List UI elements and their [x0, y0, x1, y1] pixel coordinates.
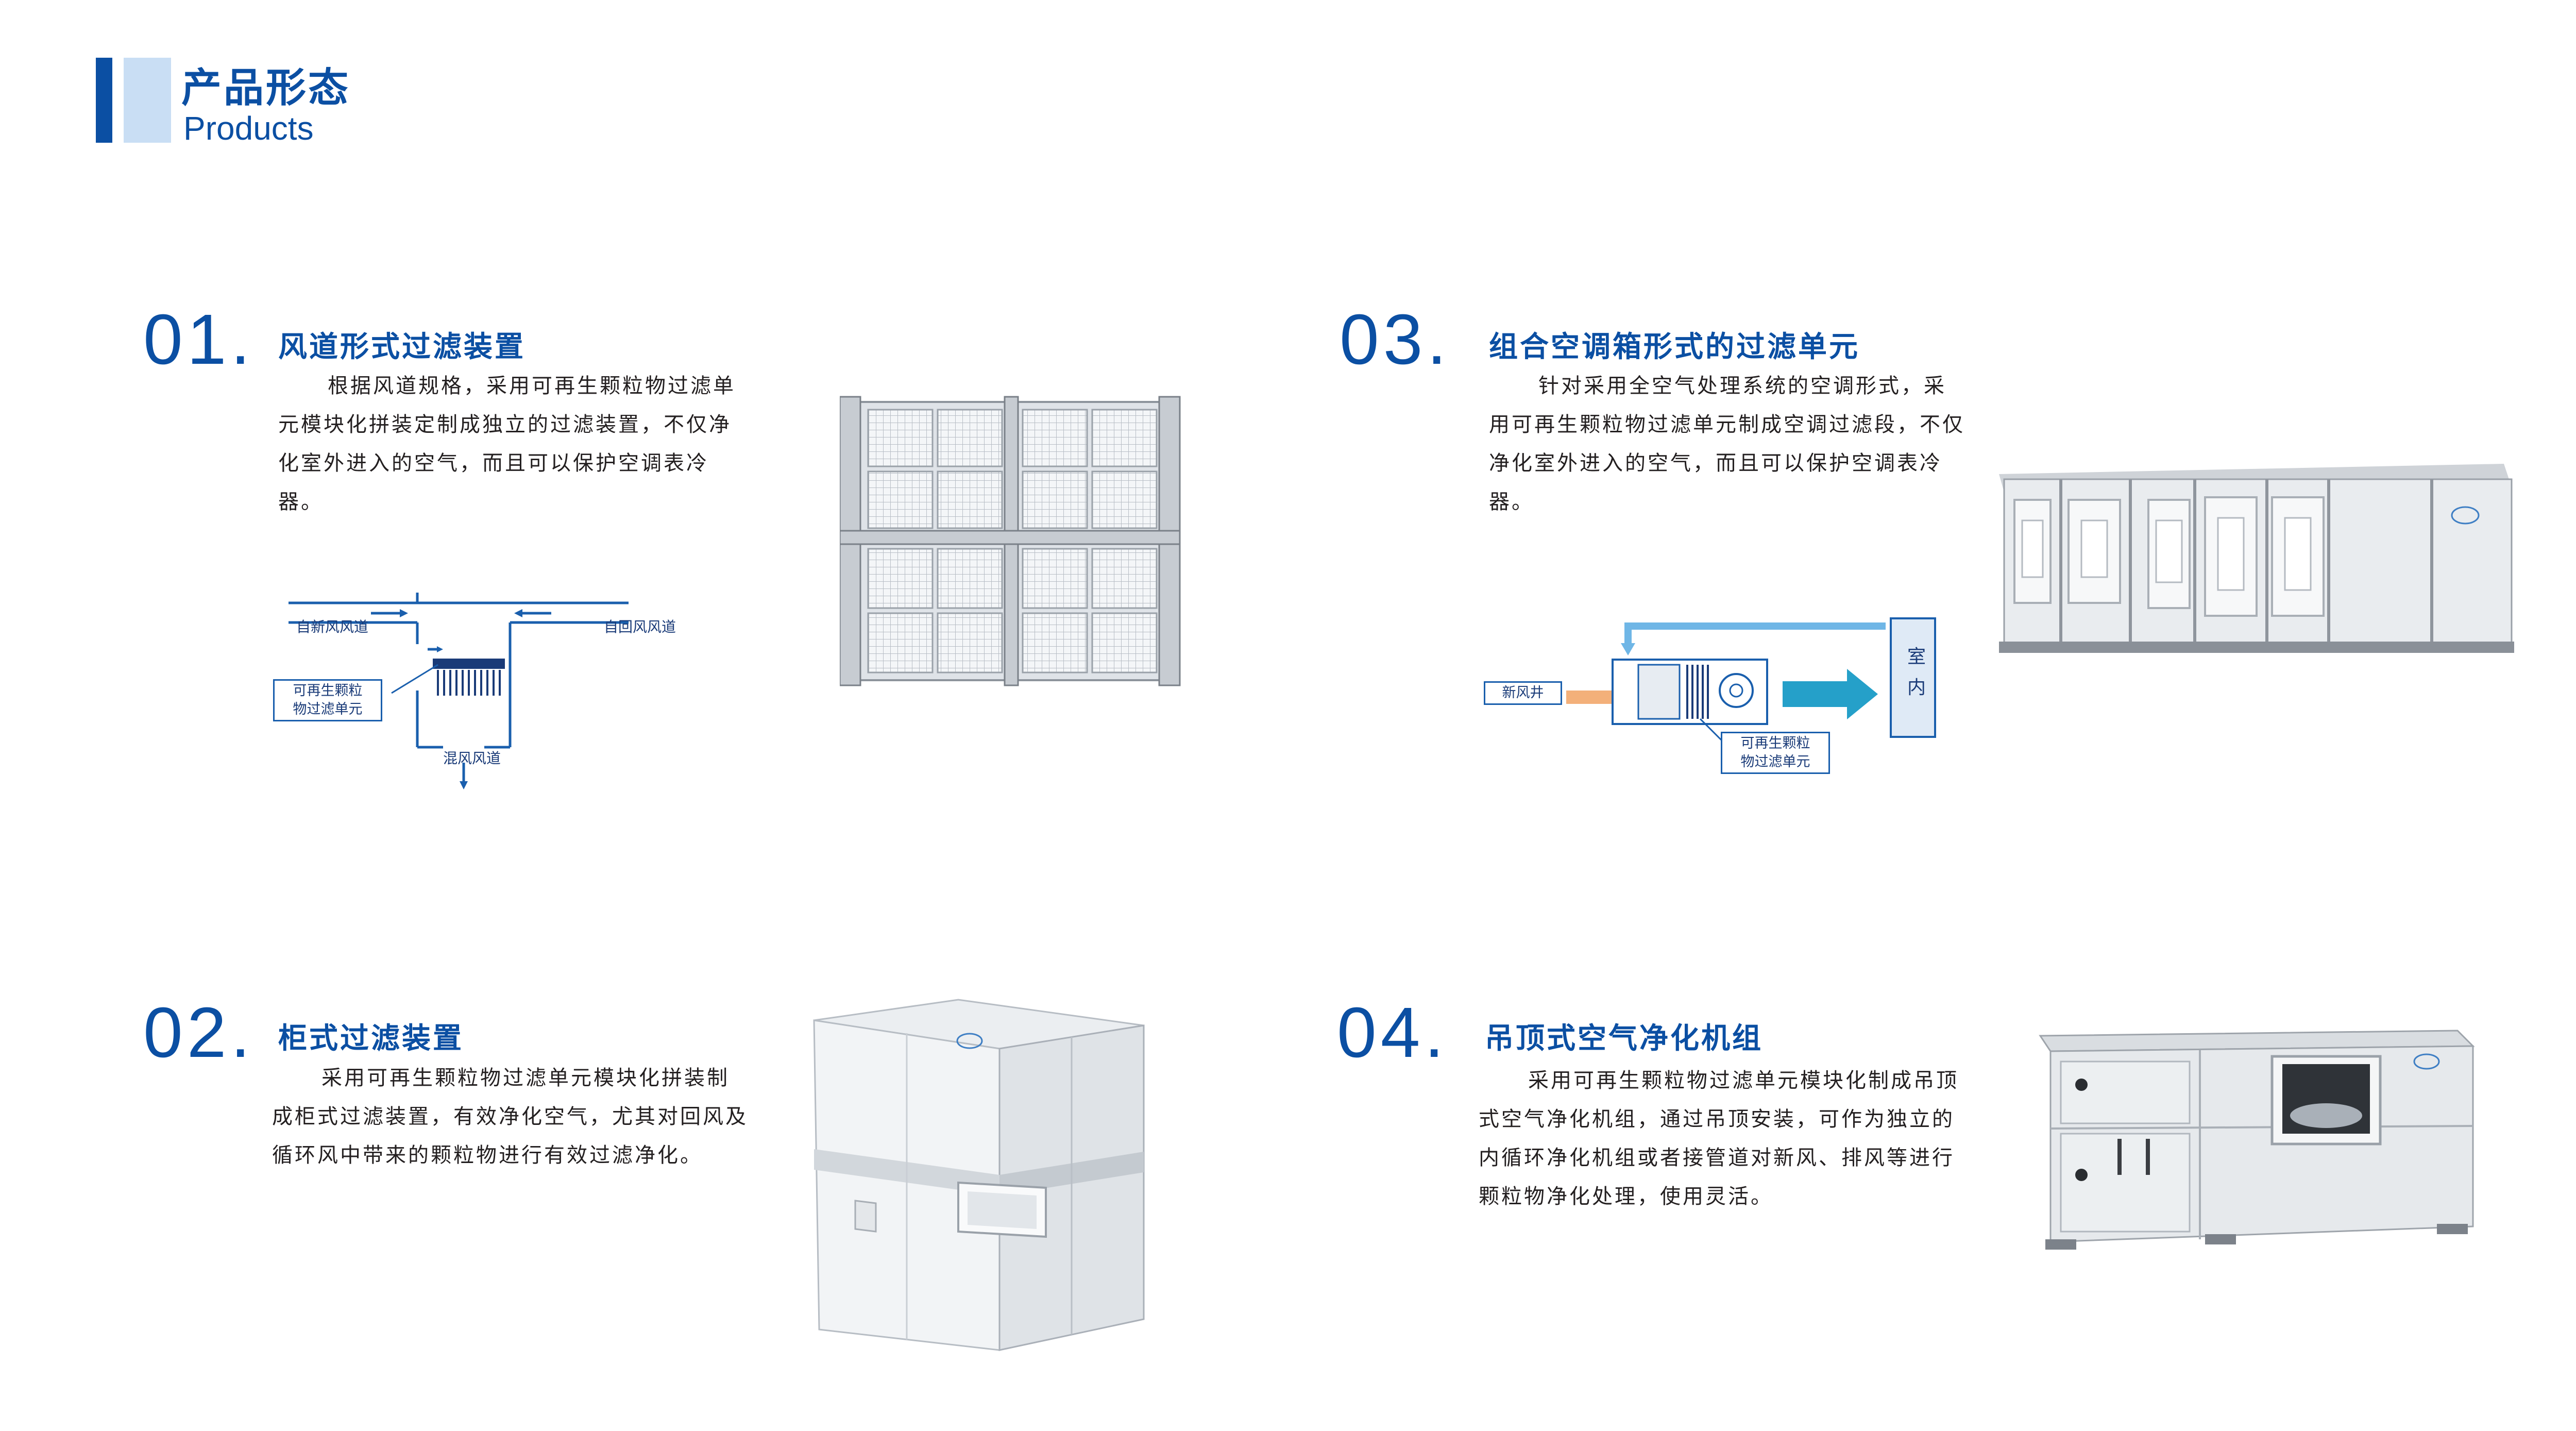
header-accent-block [124, 58, 171, 143]
diagram-label-fresh-air-duct: 自新风风道 [296, 618, 369, 635]
diagram-label-filter-unit-ahu: 可再生颗粒 物过滤单元 [1721, 732, 1830, 774]
duct-filter-diagram [289, 593, 701, 799]
ahu-product-image [1999, 453, 2519, 660]
diagram-label-filter-unit: 可再生颗粒 物过滤单元 [273, 679, 382, 721]
diagram-label-return-air-duct: 自回风风道 [604, 618, 676, 635]
diagram-label-indoor: 室 内 [1907, 646, 1926, 698]
section-01-description: 根据风道规格，采用可再生颗粒物过滤单元模块化拼装定制成独立的过滤装置，不仅净化室… [278, 374, 736, 514]
ceiling-unit-product-image [2030, 1025, 2494, 1293]
cabinet-filter-product-image [804, 989, 1154, 1360]
page-subtitle: Products [183, 110, 314, 147]
page-title: 产品形态 [181, 65, 351, 111]
section-03-title: 组合空调箱形式的过滤单元 [1489, 330, 1860, 364]
diagram-label-fresh-air-shaft: 新风井 [1484, 681, 1562, 705]
diagram-label-mixed-air-duct: 混风风道 [443, 750, 501, 767]
section-03-description: 针对采用全空气处理系统的空调形式，采用可再生颗粒物过滤单元制成空调过滤段，不仅净… [1489, 374, 1965, 514]
section-01-title: 风道形式过滤装置 [278, 330, 526, 364]
duct-filter-product-image [840, 386, 1195, 696]
section-04-description: 采用可再生颗粒物过滤单元模块化制成吊顶式空气净化机组，通过吊顶安装，可作为独立的… [1479, 1069, 1959, 1208]
section-04-number: 04. [1337, 993, 1448, 1072]
ahu-filter-diagram [1484, 608, 1958, 783]
section-02-description: 采用可再生颗粒物过滤单元模块化拼装制成柜式过滤装置，有效净化空气，尤其对回风及循… [272, 1066, 748, 1167]
section-02-title: 柜式过滤装置 [278, 1022, 464, 1055]
section-01-number: 01. [143, 300, 255, 379]
section-03-number: 03. [1340, 300, 1451, 379]
section-02-number: 02. [143, 993, 255, 1072]
section-04-title: 吊顶式空气净化机组 [1485, 1022, 1763, 1055]
header-accent-bar [96, 58, 112, 143]
